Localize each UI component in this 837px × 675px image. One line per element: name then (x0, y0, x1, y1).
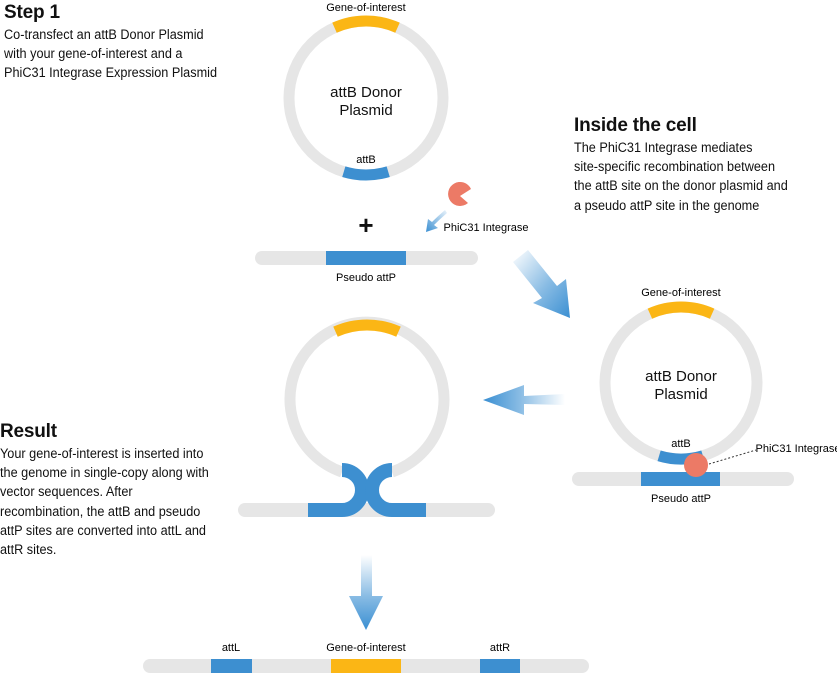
attb-label: attB (356, 154, 376, 166)
genome-strand-top: Pseudo attP (255, 251, 478, 284)
gene-of-interest-segment (647, 301, 715, 319)
result-text: Your gene-of-interest is inserted into t… (0, 444, 209, 559)
integrase-enzyme-icon (684, 453, 708, 477)
integrase-enzyme-icon (448, 181, 471, 206)
integrase-bound: PhiC31 Integrase (684, 443, 837, 477)
inside-cell-line: site-specific recombination between (574, 159, 776, 175)
step1-line: Co-transfect an attB Donor Plasmid (4, 27, 204, 42)
integrase-label: PhiC31 Integrase (444, 222, 529, 234)
inside-cell-line: The PhiC31 Integrase mediates (574, 140, 753, 155)
down-arrow-icon (349, 555, 383, 630)
result-line: recombination, the attB and pseudo (0, 503, 201, 519)
plus-sign: + (358, 210, 373, 240)
plasmid-label-line2: Plasmid (654, 386, 707, 403)
integrated-genome: attL Gene-of-interest attR (143, 642, 589, 673)
donor-plasmid-top: Gene-of-interest attB Donor Plasmid attB (283, 2, 449, 181)
gene-of-interest-label: Gene-of-interest (326, 642, 405, 654)
result-line: the genome in single-copy along with (0, 465, 209, 481)
pseudo-attp-label: Pseudo attP (651, 493, 711, 505)
attr-hook (365, 463, 426, 517)
plasmid-loop-backbone (284, 316, 450, 478)
result-line: attP sites are converted into attL and (0, 522, 206, 538)
attr-label: attR (490, 642, 510, 654)
small-arrow-icon (426, 210, 447, 232)
result-line: vector sequences. After (0, 484, 133, 500)
result-heading: Result (0, 421, 57, 442)
result-line: Your gene-of-interest is inserted into (0, 446, 204, 461)
step1-block: Step 1 Co-transfect an attB Donor Plasmi… (4, 2, 231, 83)
gene-of-interest-segment (331, 659, 401, 673)
attl-segment (211, 659, 252, 673)
step1-line: with your gene-of-interest and a (4, 46, 183, 62)
pseudo-attp-label: Pseudo attP (336, 272, 396, 284)
plasmid-label-line1: attB Donor (330, 84, 402, 101)
donor-plasmid-right: Gene-of-interest attB Donor Plasmid attB (599, 287, 763, 465)
integrase-label: PhiC31 Integrase (756, 443, 837, 455)
inside-cell-text: The PhiC31 Integrase mediates site-speci… (574, 138, 788, 215)
integrase-top: PhiC31 Integrase (444, 181, 529, 234)
pseudo-attp-segment (641, 472, 720, 486)
plasmid-label-line2: Plasmid (339, 102, 392, 119)
gene-of-interest-label: Gene-of-interest (641, 287, 720, 299)
gene-of-interest-label: Gene-of-interest (326, 2, 405, 14)
step1-heading: Step 1 (4, 2, 60, 23)
attb-segment (342, 166, 390, 181)
integrase-pointer-line (708, 449, 757, 465)
pseudo-attp-segment (326, 251, 406, 265)
left-arrow-icon (483, 385, 565, 415)
inside-cell-line: the attB site on the donor plasmid and (574, 178, 788, 194)
inside-cell-block: Inside the cell The PhiC31 Integrase med… (574, 115, 801, 215)
result-block: Result Your gene-of-interest is inserted… (0, 421, 222, 559)
step1-text: Co-transfect an attB Donor Plasmid with … (4, 25, 217, 83)
attb-label: attB (671, 438, 691, 450)
inside-cell-line: a pseudo attP site in the genome (574, 197, 760, 213)
attl-hook (308, 463, 369, 517)
result-line: attR sites. (0, 542, 57, 558)
gene-of-interest-segment (333, 319, 401, 337)
attr-segment (480, 659, 520, 673)
plasmid-label-line1: attB Donor (645, 368, 717, 385)
inside-cell-heading: Inside the cell (574, 115, 697, 136)
step1-line: PhiC31 Integrase Expression Plasmid (4, 65, 218, 81)
recombination-loop (238, 316, 495, 517)
diagonal-arrow-icon (513, 250, 570, 318)
genome-strand-right: Pseudo attP (572, 472, 794, 505)
attl-label: attL (222, 642, 240, 654)
gene-of-interest-segment (332, 15, 400, 33)
